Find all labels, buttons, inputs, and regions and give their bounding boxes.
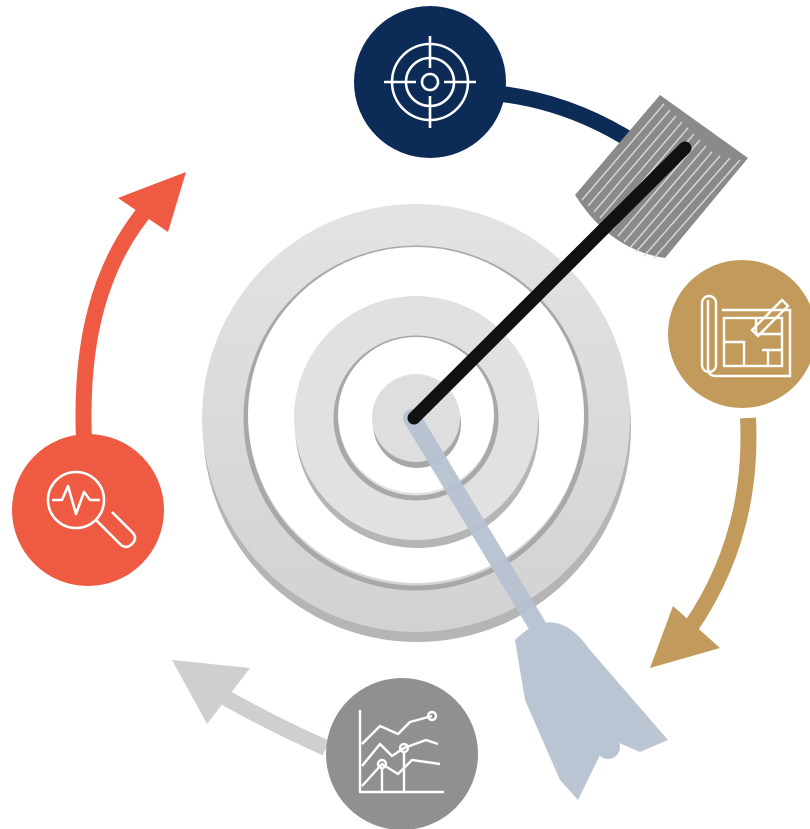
crosshair-target-icon (384, 36, 476, 128)
magnifier-pulse-icon (46, 470, 137, 549)
step-circle-gold (668, 260, 810, 408)
step-circle-navy (354, 6, 506, 158)
blueprint-plan-icon (700, 294, 792, 378)
arrow-shadow (403, 409, 668, 800)
arrow-gray (172, 660, 330, 756)
arrow-red (75, 172, 186, 441)
arrow-shaft (407, 141, 692, 425)
step-circle-red (12, 434, 164, 586)
line-chart-icon (358, 710, 444, 794)
arrow-gold (650, 417, 757, 668)
step-circle-gray (326, 678, 478, 829)
